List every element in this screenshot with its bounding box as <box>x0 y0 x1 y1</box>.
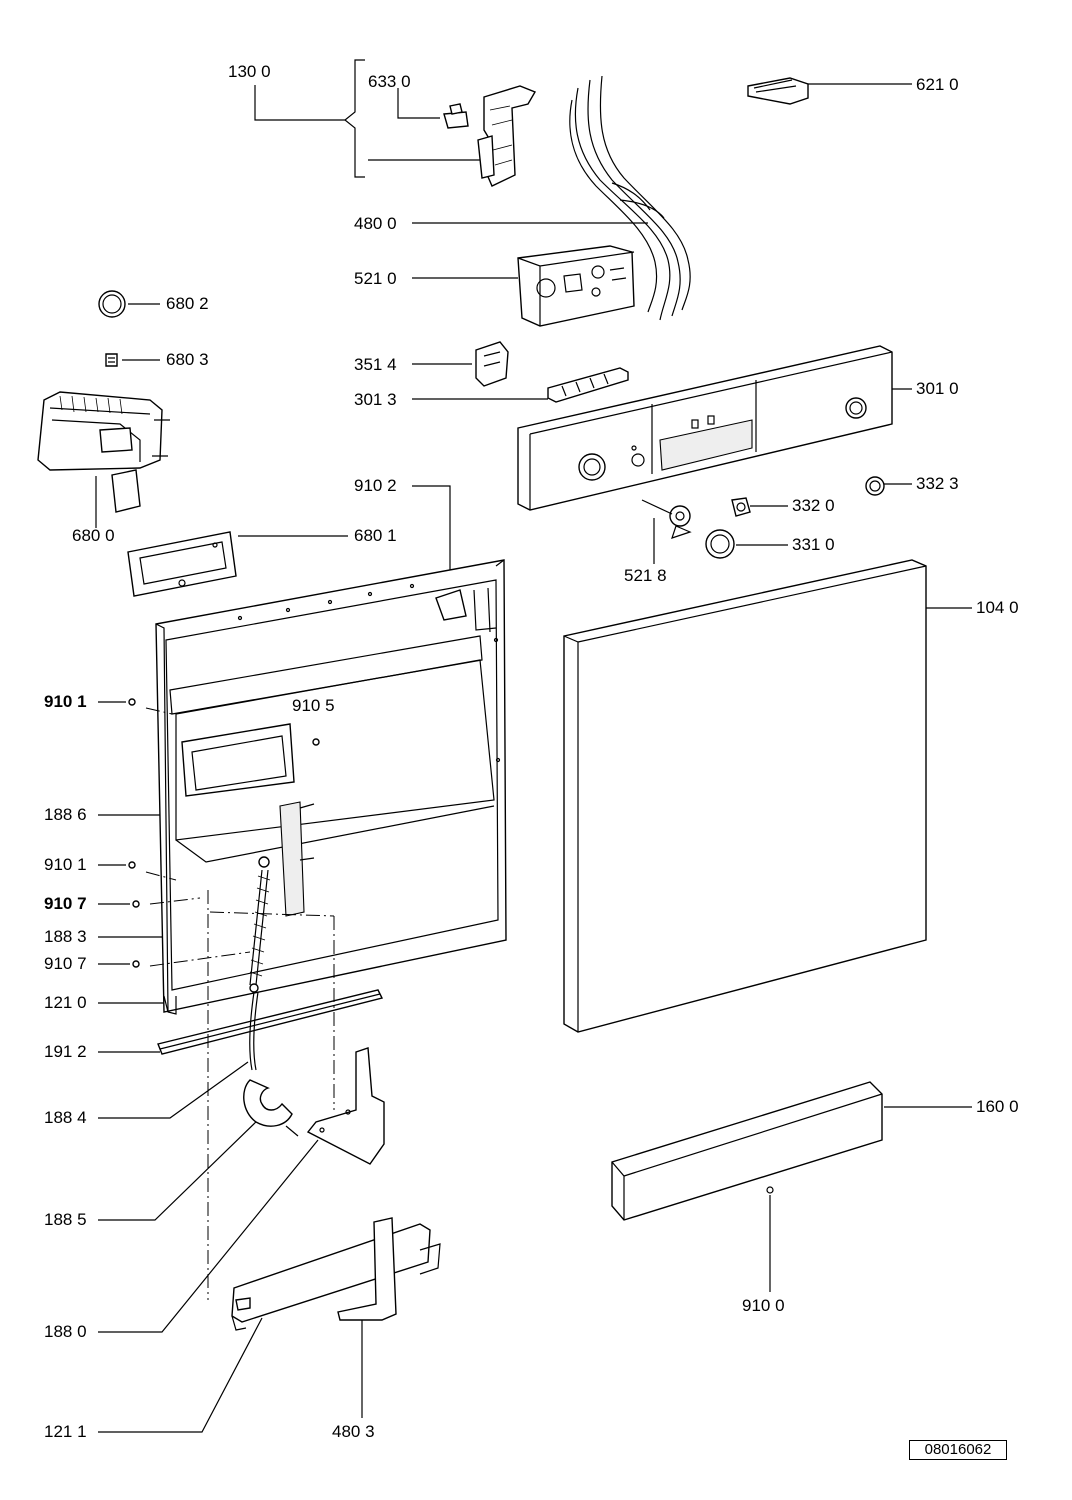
label-121-0: 121 0 <box>44 993 87 1012</box>
button-strip-part <box>547 367 629 403</box>
detergent-dispenser-part <box>37 391 170 513</box>
drawing-code-box: 08016062 <box>909 1440 1007 1460</box>
label-521-0: 521 0 <box>354 269 397 288</box>
base-rail-part <box>231 1223 441 1331</box>
label-301-0: 301 0 <box>916 379 959 398</box>
dispenser-gasket-part <box>127 531 237 597</box>
label-480-3: 480 3 <box>332 1422 375 1441</box>
door-spring-part <box>249 856 271 993</box>
door-seal-strip-part <box>157 989 384 1055</box>
wiring-harness-part <box>569 75 691 321</box>
label-188-0: 188 0 <box>44 1322 87 1341</box>
control-panel-part <box>517 345 893 511</box>
switch-521-8-part <box>641 499 692 539</box>
label-331-0: 331 0 <box>792 535 835 554</box>
door-hinge-part <box>306 1047 385 1165</box>
door-latch-part <box>477 85 537 187</box>
knob-332-0-part <box>731 497 751 517</box>
label-160-0: 160 0 <box>976 1097 1019 1116</box>
terminal-block-part <box>747 77 809 105</box>
label-633-0: 633 0 <box>368 72 411 91</box>
switch-holder-part <box>475 341 509 387</box>
label-351-4: 351 4 <box>354 355 397 374</box>
screw-910-1-upper <box>128 698 136 706</box>
label-121-1: 121 1 <box>44 1422 87 1441</box>
label-521-8: 521 8 <box>624 566 667 585</box>
kick-strip-part <box>611 1081 883 1221</box>
label-910-7-lower: 910 7 <box>44 954 87 973</box>
electronic-module-part <box>517 245 635 327</box>
label-130-0: 130 0 <box>228 62 271 81</box>
knob-332-3-part <box>865 476 885 496</box>
guide-lines <box>145 707 335 1300</box>
inner-door-part <box>155 559 507 1015</box>
rail-bracket-part <box>337 1217 397 1321</box>
microswitch-part <box>443 103 469 129</box>
label-910-2: 910 2 <box>354 476 397 495</box>
label-910-1-upper: 910 1 <box>44 692 87 711</box>
knob-331-0-part <box>705 529 735 559</box>
screw-910-7-lower <box>132 960 140 968</box>
label-104-0: 104 0 <box>976 598 1019 617</box>
label-332-3: 332 3 <box>916 474 959 493</box>
label-191-2: 191 2 <box>44 1042 87 1061</box>
cable-pulley-part <box>243 1079 299 1137</box>
label-680-1: 680 1 <box>354 526 397 545</box>
label-910-5: 910 5 <box>292 696 335 715</box>
clip-part <box>105 353 118 367</box>
label-621-0: 621 0 <box>916 75 959 94</box>
gasket-ring-part <box>98 290 126 318</box>
door-cable-part <box>249 991 259 1071</box>
outer-door-panel-part <box>563 559 927 1033</box>
label-910-1-lower: 910 1 <box>44 855 87 874</box>
label-188-3: 188 3 <box>44 927 87 946</box>
label-680-2: 680 2 <box>166 294 209 313</box>
label-188-4: 188 4 <box>44 1108 87 1127</box>
label-680-0: 680 0 <box>72 526 115 545</box>
label-680-3: 680 3 <box>166 350 209 369</box>
label-188-5: 188 5 <box>44 1210 87 1229</box>
screw-910-7-upper <box>132 900 140 908</box>
screw-910-1-lower <box>128 861 136 869</box>
screw-910-5 <box>312 738 320 746</box>
label-301-3: 301 3 <box>354 390 397 409</box>
label-910-0: 910 0 <box>742 1296 785 1315</box>
label-910-7-upper: 910 7 <box>44 894 87 913</box>
label-332-0: 332 0 <box>792 496 835 515</box>
label-480-0: 480 0 <box>354 214 397 233</box>
label-188-6: 188 6 <box>44 805 87 824</box>
